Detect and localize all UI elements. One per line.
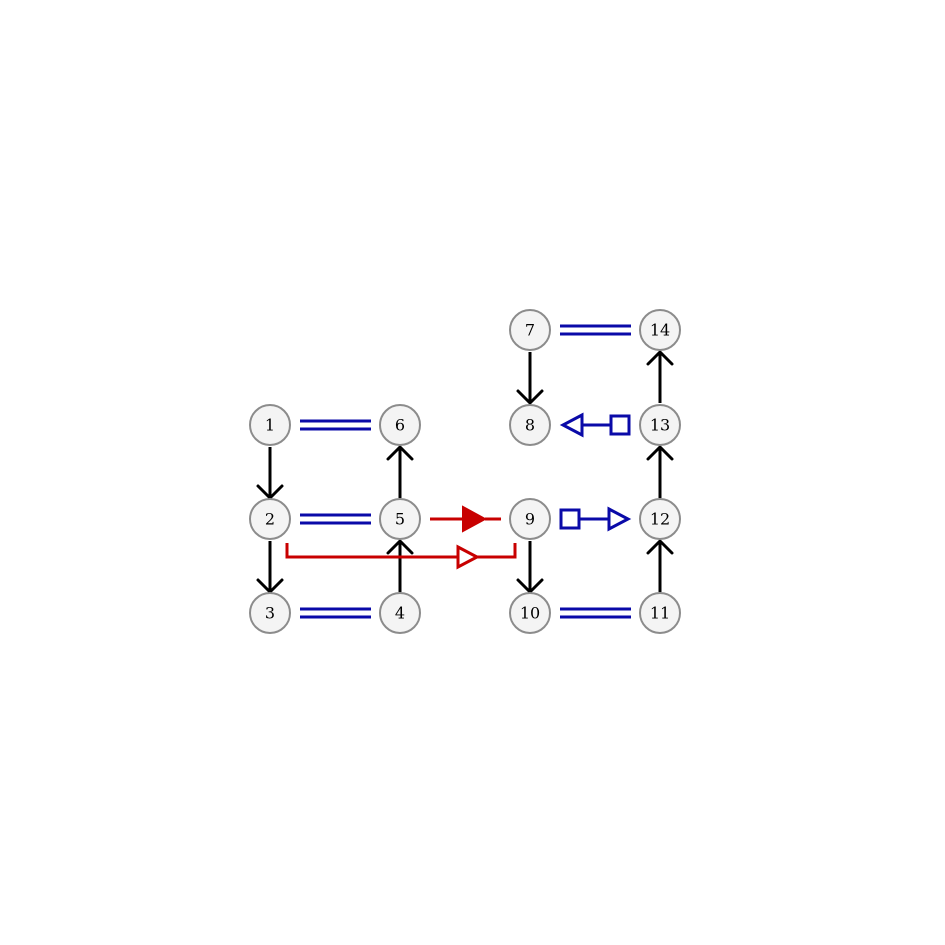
edge-2-to-5-double bbox=[300, 513, 371, 525]
edge-5-to-6 bbox=[386, 445, 414, 498]
node-6-label: 6 bbox=[395, 416, 405, 435]
edge-9-to-12 bbox=[559, 506, 632, 532]
node-3-label: 3 bbox=[265, 604, 275, 623]
node-9-label: 9 bbox=[525, 510, 535, 529]
edge-13-to-8 bbox=[559, 412, 631, 438]
node-1: 1 bbox=[249, 404, 291, 446]
node-13: 13 bbox=[639, 404, 681, 446]
edge-11-to-12 bbox=[646, 539, 674, 592]
node-8: 8 bbox=[509, 404, 551, 446]
node-7-label: 7 bbox=[525, 321, 535, 340]
edge-1-to-6-double bbox=[300, 419, 371, 431]
node-2: 2 bbox=[249, 498, 291, 540]
edge-1-to-2 bbox=[256, 447, 284, 500]
node-12: 12 bbox=[639, 498, 681, 540]
square-tail-icon bbox=[559, 508, 581, 530]
node-2-label: 2 bbox=[265, 510, 275, 529]
edge-7-to-8 bbox=[516, 352, 544, 405]
edge-2-to-9-red-bracket bbox=[285, 543, 517, 570]
node-13-label: 13 bbox=[650, 416, 670, 435]
edge-7-to-14-double bbox=[560, 324, 631, 336]
nodes: 1 2 3 4 5 6 7 8 bbox=[249, 309, 681, 634]
node-4-label: 4 bbox=[395, 604, 405, 623]
node-4: 4 bbox=[379, 592, 421, 634]
open-triangle-head-icon bbox=[559, 412, 584, 438]
edge-5-to-9-red bbox=[430, 505, 501, 533]
node-3: 3 bbox=[249, 592, 291, 634]
node-11: 11 bbox=[639, 592, 681, 634]
open-triangle-head-icon bbox=[607, 506, 632, 532]
node-9: 9 bbox=[509, 498, 551, 540]
node-7: 7 bbox=[509, 309, 551, 351]
node-10-label: 10 bbox=[520, 604, 540, 623]
edge-9-to-10 bbox=[516, 541, 544, 594]
node-8-label: 8 bbox=[525, 416, 535, 435]
node-5-label: 5 bbox=[395, 510, 405, 529]
node-10: 10 bbox=[509, 592, 551, 634]
node-5: 5 bbox=[379, 498, 421, 540]
edge-13-to-14 bbox=[646, 350, 674, 403]
blue-double-lines bbox=[300, 324, 631, 619]
edge-3-to-4-double bbox=[300, 607, 371, 619]
filled-triangle-head-icon bbox=[462, 505, 488, 533]
node-14: 14 bbox=[639, 309, 681, 351]
open-triangle-head-icon bbox=[456, 544, 481, 570]
black-arrows bbox=[256, 350, 674, 594]
node-1-label: 1 bbox=[265, 416, 275, 435]
node-6: 6 bbox=[379, 404, 421, 446]
node-11-label: 11 bbox=[650, 604, 670, 623]
blue-square-triangle-edges bbox=[559, 412, 632, 532]
node-12-label: 12 bbox=[650, 510, 670, 529]
red-edges bbox=[285, 505, 517, 570]
edge-2-to-3 bbox=[256, 541, 284, 594]
edge-12-to-13 bbox=[646, 445, 674, 498]
node-14-label: 14 bbox=[650, 321, 670, 340]
square-tail-icon bbox=[609, 414, 631, 436]
edge-10-to-11-double bbox=[560, 607, 631, 619]
edge-4-to-5 bbox=[386, 539, 414, 592]
